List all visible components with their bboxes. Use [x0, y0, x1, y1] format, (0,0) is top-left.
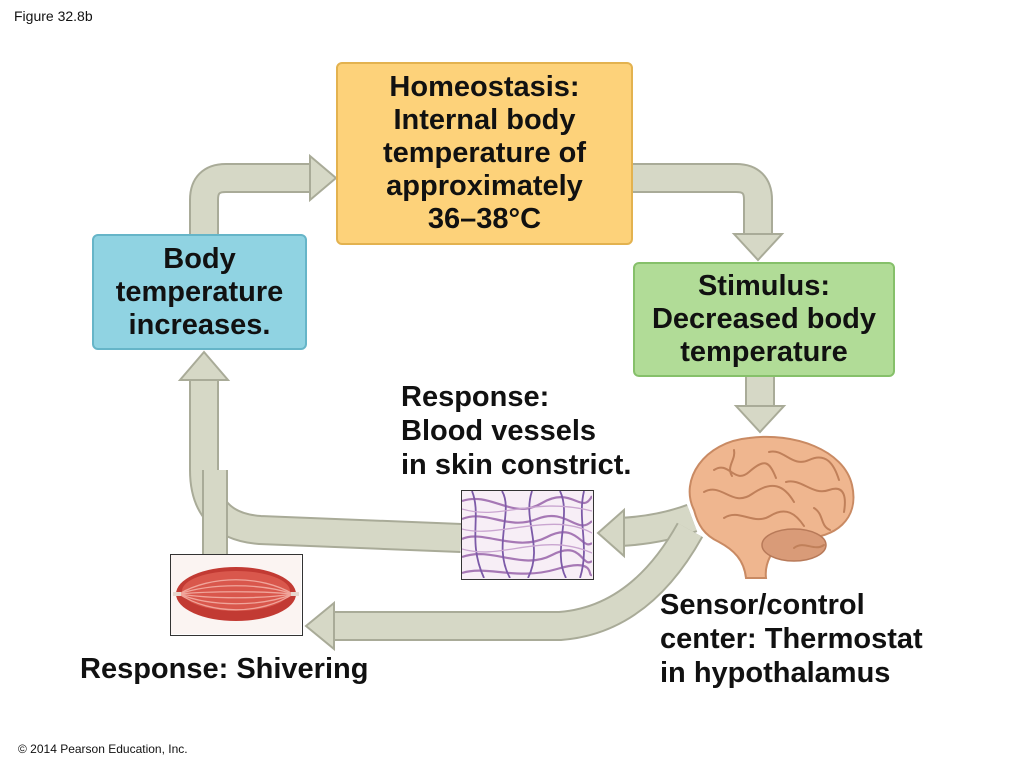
homeostasis-line: approximately [386, 170, 583, 202]
arrow-sensor-to-muscle [304, 522, 704, 652]
stimulus-line: temperature [680, 336, 848, 368]
arrow-sensor-to-vessels [596, 503, 698, 559]
homeostasis-line: temperature of [382, 137, 587, 169]
sensor-line: Sensor/control [660, 589, 865, 621]
brain-image [674, 430, 864, 580]
homeostasis-line: 36–38°C [427, 203, 542, 235]
homeostasis-box: Homeostasis: Internal body temperature o… [336, 62, 633, 245]
muscle-image [170, 554, 303, 636]
stimulus-line: Decreased body [651, 303, 877, 335]
stimulus-box: Stimulus: Decreased body temperature [633, 262, 895, 377]
figure-label: Figure 32.8b [14, 8, 93, 24]
sensor-line: in hypothalamus [660, 657, 891, 689]
arrow-increase-to-homeostasis [189, 153, 338, 236]
sensor-label: Sensor/control center: Thermostat in hyp… [660, 588, 923, 690]
vessels-response-label: Response: Blood vessels in skin constric… [401, 380, 631, 482]
sensor-line: center: Thermostat [660, 623, 923, 655]
increase-line: temperature [115, 275, 284, 308]
arrow-homeostasis-to-stimulus [633, 163, 785, 262]
increase-line: increases. [128, 308, 271, 341]
shivering-response-label: Response: Shivering [80, 653, 369, 685]
homeostasis-line: Internal body [393, 104, 576, 136]
increase-line: Body [163, 242, 236, 275]
vessels-response-line: in skin constrict. [401, 449, 632, 481]
homeostasis-line: Homeostasis: [389, 71, 580, 103]
copyright-notice: © 2014 Pearson Education, Inc. [18, 742, 188, 756]
arrow-stimulus-to-sensor [733, 377, 787, 434]
temperature-increases-box: Body temperature increases. [92, 234, 307, 350]
vessels-response-line: Blood vessels [401, 415, 597, 447]
vessels-response-line: Response: [401, 381, 550, 413]
stimulus-line: Stimulus: [697, 270, 831, 302]
blood-vessels-image [461, 490, 594, 580]
